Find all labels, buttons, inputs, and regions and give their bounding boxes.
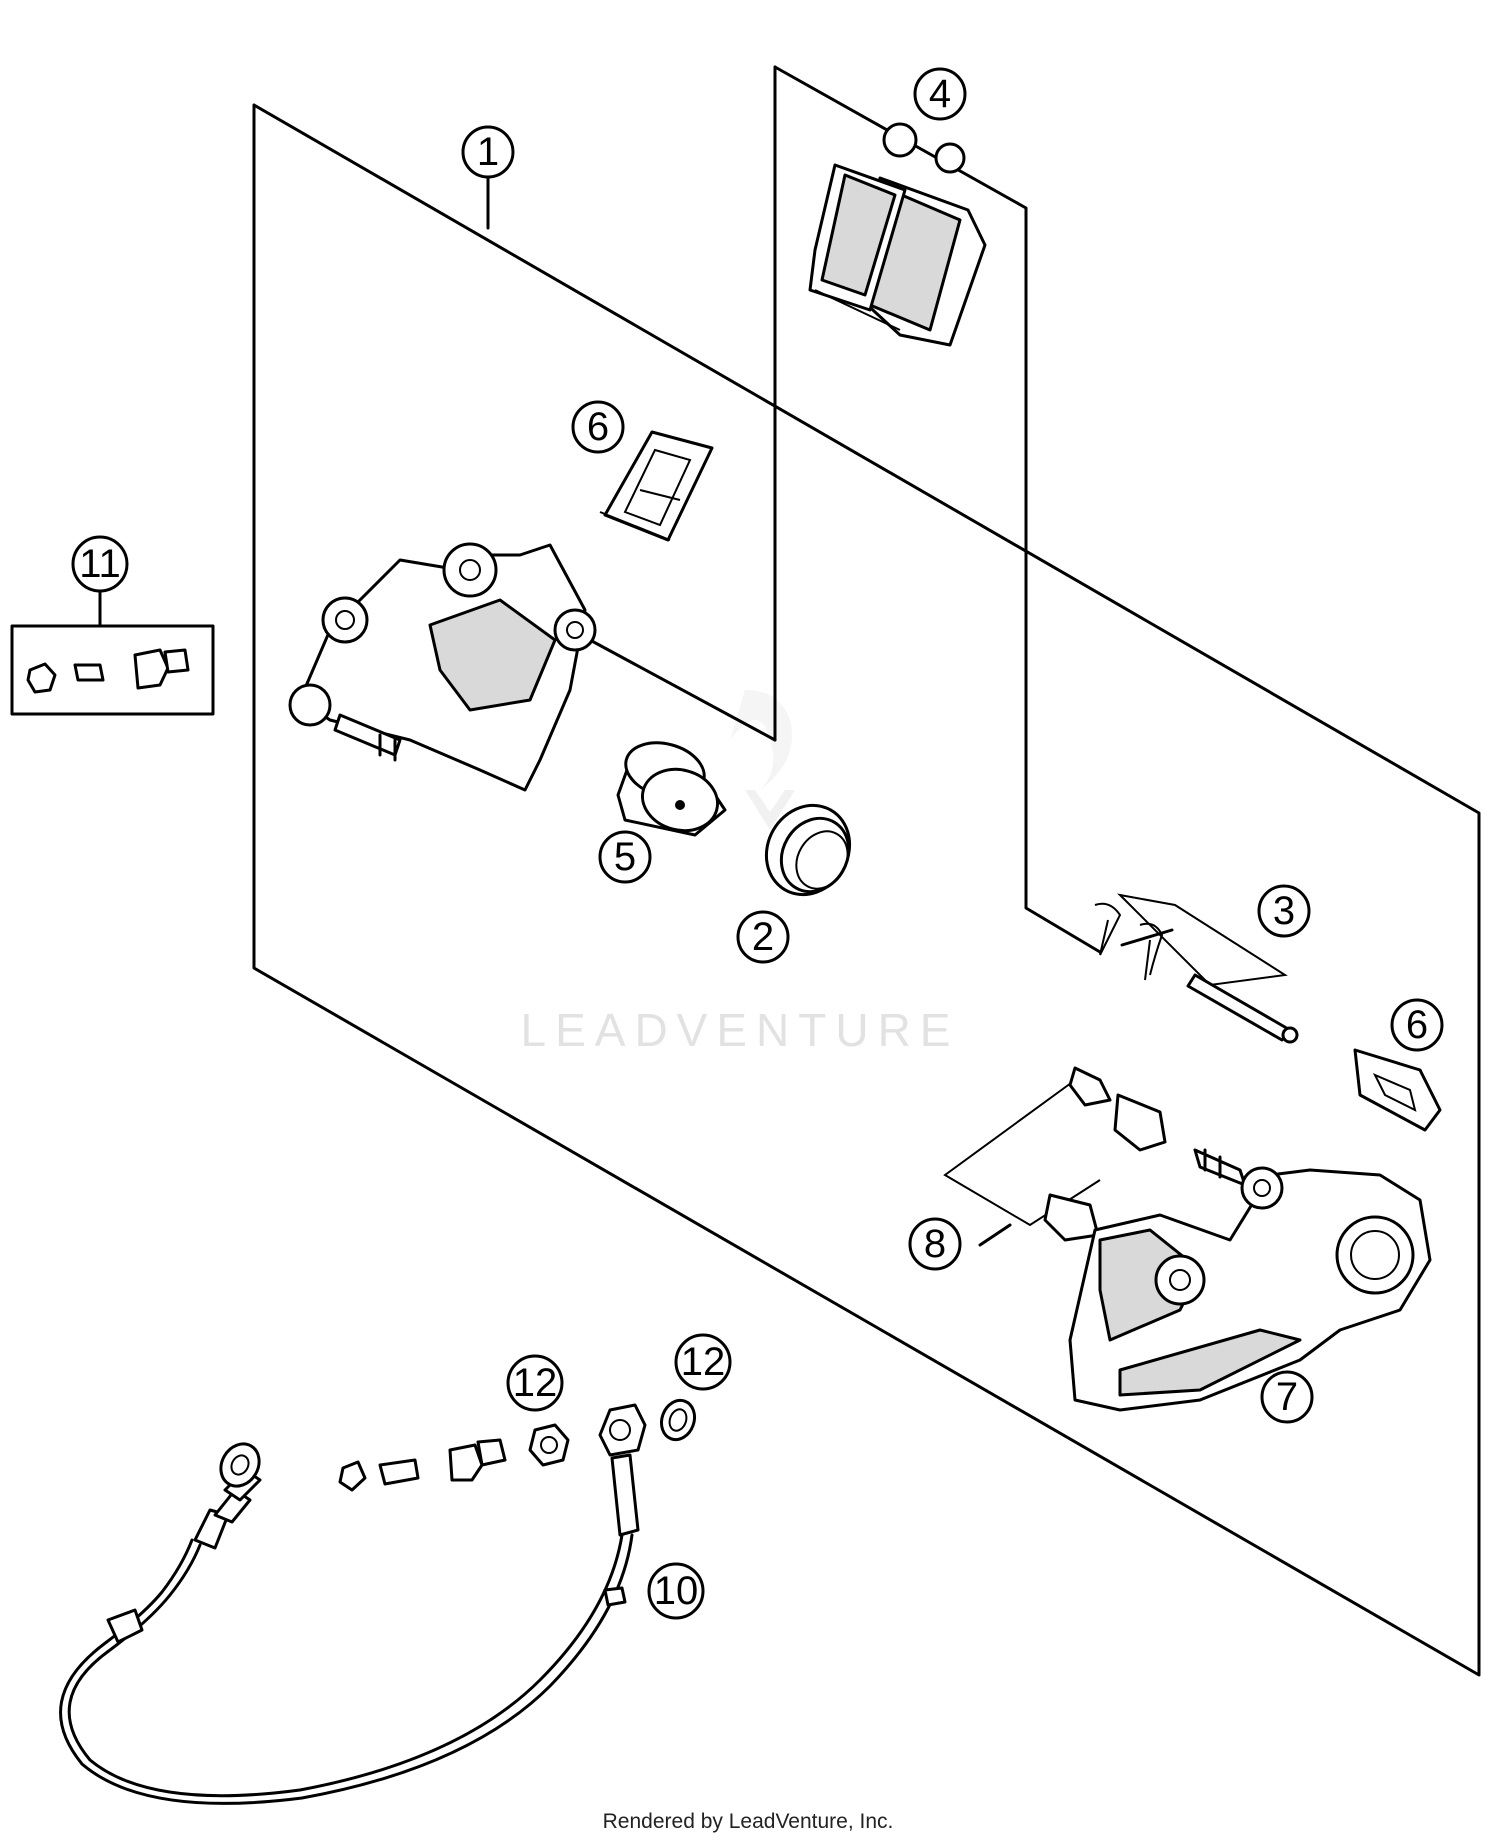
leadventure-watermark-logo — [730, 690, 795, 830]
callout-2: 2 — [736, 910, 790, 964]
leader-lines — [486, 176, 1174, 1247]
group-frame-1 — [252, 103, 1481, 1677]
callout-12-right: 12 — [674, 1333, 732, 1391]
banjo-bolt-parts — [338, 1438, 507, 1492]
callout-2-label: 2 — [752, 915, 774, 959]
watermark-text: LEADVENTURE — [521, 1004, 960, 1056]
pad-spring-lower — [1353, 1048, 1442, 1132]
render-credit: Rendered by LeadVenture, Inc. — [603, 1810, 894, 1833]
callout-6-lower-label: 6 — [1406, 1003, 1428, 1047]
callout-10-label: 10 — [654, 1569, 699, 1613]
callout-5: 5 — [598, 830, 652, 884]
caliper-housing — [288, 542, 597, 792]
brake-line — [59, 1403, 647, 1805]
callout-3: 3 — [1257, 884, 1311, 938]
callout-7-label: 7 — [1276, 1375, 1298, 1419]
pad-spring-upper — [599, 430, 714, 542]
piston — [616, 741, 727, 837]
callout-11-label: 11 — [79, 542, 121, 586]
brake-pads — [808, 122, 987, 347]
caliper-support-bracket — [1068, 1166, 1432, 1412]
callout-8-label: 8 — [924, 1222, 946, 1266]
callout-10: 10 — [647, 1562, 705, 1620]
callout-11: 11 — [71, 535, 129, 593]
callout-6-upper: 6 — [571, 400, 625, 454]
callout-4: 4 — [913, 67, 967, 121]
callout-8: 8 — [908, 1217, 962, 1271]
callout-3-label: 3 — [1273, 889, 1295, 933]
bleeder-kit-box — [10, 590, 215, 716]
callout-7: 7 — [1260, 1370, 1314, 1424]
guide-pins-and-boots — [943, 1066, 1247, 1242]
callout-1-label: 1 — [477, 130, 499, 174]
callout-4-label: 4 — [929, 72, 951, 116]
sealing-washers — [528, 1398, 697, 1467]
callout-5-label: 5 — [614, 835, 636, 879]
callout-12-left-label: 12 — [513, 1361, 558, 1405]
callout-6-upper-label: 6 — [587, 405, 609, 449]
callout-1: 1 — [461, 125, 515, 179]
pad-pin-and-clips — [1094, 893, 1299, 1044]
callout-12-left: 12 — [506, 1354, 564, 1412]
callout-6-lower: 6 — [1390, 998, 1444, 1052]
seal-kit — [764, 803, 852, 897]
callout-12-right-label: 12 — [681, 1340, 726, 1384]
